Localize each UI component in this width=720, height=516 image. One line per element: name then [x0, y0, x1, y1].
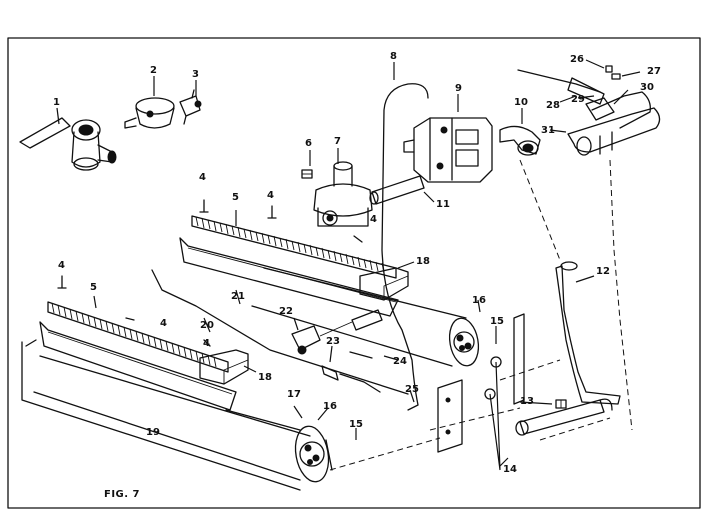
callout-28: 28 — [546, 100, 560, 111]
figure-caption: FIG. 7 — [104, 489, 140, 500]
callout-4: 4 — [267, 190, 274, 201]
upper-burner-assembly — [179, 215, 480, 367]
callout-26: 26 — [570, 54, 584, 65]
part-22-igniter — [291, 309, 383, 355]
part-6-nut — [301, 169, 313, 179]
callout-21: 21 — [231, 291, 245, 302]
part-26-31-pilot-assembly — [517, 65, 661, 156]
part-8-thermocouple — [381, 83, 429, 411]
lower-burner-assembly — [21, 301, 333, 491]
callout-25: 25 — [405, 384, 419, 395]
callout-16: 16 — [472, 295, 486, 306]
part-11-pipe-nipple — [369, 175, 425, 205]
callout-4: 4 — [199, 172, 206, 183]
callout-27: 27 — [647, 66, 661, 77]
callout-31: 31 — [541, 125, 555, 136]
part-4-screws — [57, 199, 363, 347]
callout-4: 4 — [370, 214, 377, 225]
callout-29: 29 — [571, 94, 585, 105]
part-13-fitting — [555, 399, 567, 409]
callout-17: 17 — [287, 389, 301, 400]
callout-18: 18 — [416, 256, 430, 267]
callout-24: 24 — [393, 356, 407, 367]
part-12-manifold — [515, 261, 621, 436]
dashed-assembly-lines — [329, 159, 633, 471]
callout-8: 8 — [390, 51, 397, 62]
part-14-bracket — [437, 356, 502, 471]
callout-2: 2 — [150, 65, 157, 76]
callout-4: 4 — [160, 318, 167, 329]
mounting-plate — [513, 313, 525, 405]
callout-4: 4 — [203, 338, 210, 349]
callout-1: 1 — [53, 97, 60, 108]
callout-13: 13 — [520, 396, 534, 407]
part-19-line — [25, 339, 301, 431]
upper-burner-teeth — [195, 216, 385, 274]
callout-10: 10 — [514, 97, 528, 108]
callout-18: 18 — [258, 372, 272, 383]
callout-3: 3 — [192, 69, 199, 80]
leader-lines — [56, 59, 641, 467]
callout-30: 30 — [640, 82, 654, 93]
part-2-regulator — [124, 97, 175, 129]
part-10-elbow — [499, 125, 541, 156]
part-1-shutoff-valve — [19, 117, 117, 171]
lower-burner-teeth — [51, 302, 217, 368]
callout-19: 19 — [146, 427, 160, 438]
callout-9: 9 — [455, 83, 462, 94]
callout-6: 6 — [305, 138, 312, 149]
callout-15: 15 — [349, 419, 363, 430]
callout-15: 15 — [490, 316, 504, 327]
part-3-fitting — [179, 89, 202, 125]
callout-labels: 1 2 3 4 4 4 4 4 4 5 5 6 7 8 9 10 11 12 1… — [53, 51, 661, 475]
callout-22: 22 — [279, 306, 293, 317]
part-23-24-pilot-tube — [321, 351, 381, 393]
callout-16: 16 — [323, 401, 337, 412]
callout-5: 5 — [232, 192, 239, 203]
callout-14: 14 — [503, 464, 517, 475]
callout-4: 4 — [58, 260, 65, 271]
part-20-line — [151, 269, 409, 395]
callout-12: 12 — [596, 266, 610, 277]
callout-20: 20 — [200, 320, 214, 331]
part-9-gas-valve — [403, 117, 493, 183]
callout-7: 7 — [334, 136, 341, 147]
callout-5: 5 — [90, 282, 97, 293]
diagram-border — [7, 37, 701, 509]
callout-23: 23 — [326, 336, 340, 347]
part-7-pressure-regulator — [313, 161, 373, 227]
callout-11: 11 — [436, 199, 450, 210]
